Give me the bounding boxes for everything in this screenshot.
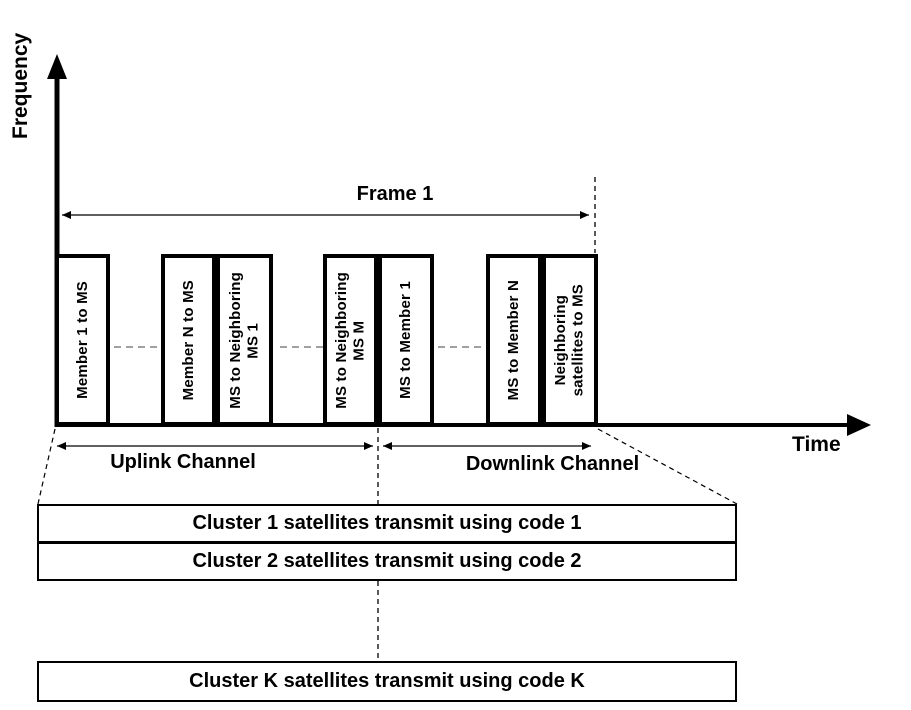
timeslot-label: MS to Neighboring MS M [332, 271, 368, 409]
left-diagonal-dashed-line [37, 428, 56, 505]
timeslot-ms-to-neighboring-ms-1: MS to Neighboring MS 1 [216, 254, 273, 426]
timeslot-ms-to-member-1: MS to Member 1 [378, 254, 434, 426]
x-axis-arrowhead-icon [847, 414, 871, 436]
cluster-k-code-box: Cluster K satellites transmit using code… [37, 661, 737, 702]
cluster-label: Cluster K satellites transmit using code… [189, 670, 585, 692]
downlink-channel-label: Downlink Channel [465, 453, 640, 475]
timeslot-neighboring-satellites-to-ms: Neighboring satellites to MS [542, 254, 598, 426]
y-axis-label: Frequency [9, 32, 32, 140]
cluster-label: Cluster 1 satellites transmit using code… [192, 512, 582, 534]
cluster-2-code-box: Cluster 2 satellites transmit using code… [37, 542, 737, 581]
x-axis-label: Time [792, 433, 841, 456]
timeslot-label: MS to Neighboring MS 1 [226, 271, 262, 409]
timeslot-label: Member 1 to MS [73, 281, 91, 399]
timeslot-label: Member N to MS [179, 279, 197, 401]
uplink-channel-label: Uplink Channel [110, 451, 256, 473]
timeslot-member-n-to-ms: Member N to MS [161, 254, 216, 426]
timeslot-member-1-to-ms: Member 1 to MS [55, 254, 110, 426]
timeslot-label: MS to Member N [505, 279, 523, 401]
timeslot-label: MS to Member 1 [397, 281, 415, 399]
frame-label: Frame 1 [356, 183, 434, 205]
y-axis-arrowhead-icon [47, 54, 67, 79]
cluster-label: Cluster 2 satellites transmit using code… [192, 550, 582, 572]
timeslot-ms-to-member-n: MS to Member N [486, 254, 542, 426]
timeslot-ms-to-neighboring-ms-m: MS to Neighboring MS M [323, 254, 378, 426]
timeslot-label: Neighboring satellites to MS [552, 283, 587, 397]
cluster-1-code-box: Cluster 1 satellites transmit using code… [37, 504, 737, 543]
